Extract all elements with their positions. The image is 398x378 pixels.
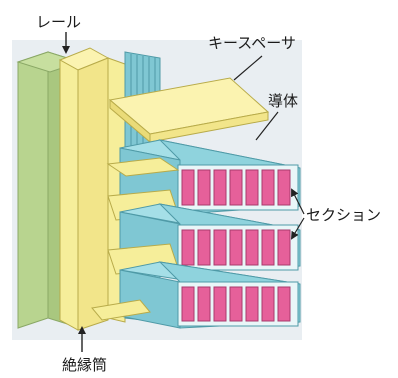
- strands: [181, 169, 291, 206]
- strand: [213, 286, 227, 322]
- strand: [181, 229, 195, 266]
- rail: [58, 47, 110, 331]
- strand: [277, 229, 291, 266]
- section-label: セクション: [306, 206, 381, 224]
- key-spacer-leader: [233, 55, 263, 81]
- conductor-leader: [255, 111, 279, 141]
- insulating-tube-label: 絶縁筒: [62, 356, 107, 374]
- key-spacer-label: キースペーサ: [208, 34, 296, 52]
- conductor-label: 導体: [268, 92, 298, 110]
- spacer-bar-1: [106, 157, 180, 177]
- rail-label: レール: [36, 13, 81, 31]
- conductor-section-2: [119, 203, 301, 273]
- strands: [181, 229, 291, 266]
- strands: [181, 286, 291, 322]
- strand: [277, 169, 291, 206]
- strand: [245, 229, 259, 266]
- strand: [261, 286, 275, 322]
- strand: [197, 286, 211, 322]
- section-leader-2: [290, 217, 305, 240]
- rail-foot: [91, 299, 151, 321]
- conductor-section-1: [119, 139, 301, 215]
- strand: [197, 229, 211, 266]
- strand: [245, 286, 259, 322]
- strand: [261, 169, 275, 206]
- key-spacer: [108, 77, 270, 144]
- strand: [245, 169, 259, 206]
- section-leader-1: [291, 188, 305, 215]
- strand: [197, 169, 211, 206]
- strand: [261, 229, 275, 266]
- strand: [181, 286, 195, 322]
- strand: [277, 286, 291, 322]
- strand: [229, 229, 243, 266]
- strand: [229, 169, 243, 206]
- strand: [213, 229, 227, 266]
- strand: [181, 169, 195, 206]
- strand: [213, 169, 227, 206]
- strand: [229, 286, 243, 322]
